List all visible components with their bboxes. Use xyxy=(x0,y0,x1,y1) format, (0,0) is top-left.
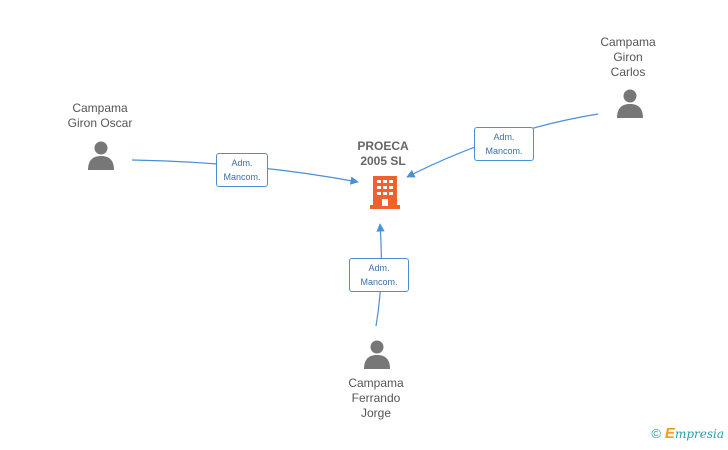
edge-role-line1: Adm. xyxy=(368,263,390,273)
person-name-line: Giron Oscar xyxy=(67,116,133,130)
person-name-line: Jorge xyxy=(360,406,392,420)
person-label-carlos[interactable]: Campama Giron Carlos xyxy=(573,35,683,80)
person-label-oscar[interactable]: Campama Giron Oscar xyxy=(45,101,155,131)
edge-role-line2: Mancom. xyxy=(360,277,398,287)
company-name-line2: 2005 SL xyxy=(360,154,406,168)
building-icon[interactable] xyxy=(369,174,401,210)
person-icon[interactable] xyxy=(615,88,645,118)
edge-label-oscar[interactable]: Adm. Mancom. xyxy=(216,153,268,187)
person-name-line: Campama xyxy=(600,35,656,49)
company-label[interactable]: PROECA 2005 SL xyxy=(343,139,423,169)
person-name-line: Carlos xyxy=(610,65,646,79)
company-name-line1: PROECA xyxy=(357,139,409,153)
edge-role-line2: Mancom. xyxy=(223,172,261,182)
edge-label-jorge[interactable]: Adm. Mancom. xyxy=(349,258,409,292)
brand-logo-letter: E xyxy=(664,425,675,442)
person-name-line: Ferrando xyxy=(351,391,401,405)
person-name-line: Campama xyxy=(348,376,404,390)
person-label-jorge[interactable]: Campama Ferrando Jorge xyxy=(321,376,431,421)
edge-label-carlos[interactable]: Adm. Mancom. xyxy=(474,127,534,161)
copyright-symbol: © xyxy=(651,426,661,441)
person-name-line: Giron xyxy=(613,50,643,64)
person-icon[interactable] xyxy=(362,339,392,369)
person-icon[interactable] xyxy=(86,140,116,170)
edge-role-line1: Adm. xyxy=(493,132,515,142)
brand-logo-text: mpresia xyxy=(674,426,724,441)
person-name-line: Campama xyxy=(72,101,128,115)
edge-role-line1: Adm. xyxy=(231,158,253,168)
edge-role-line2: Mancom. xyxy=(485,146,523,156)
